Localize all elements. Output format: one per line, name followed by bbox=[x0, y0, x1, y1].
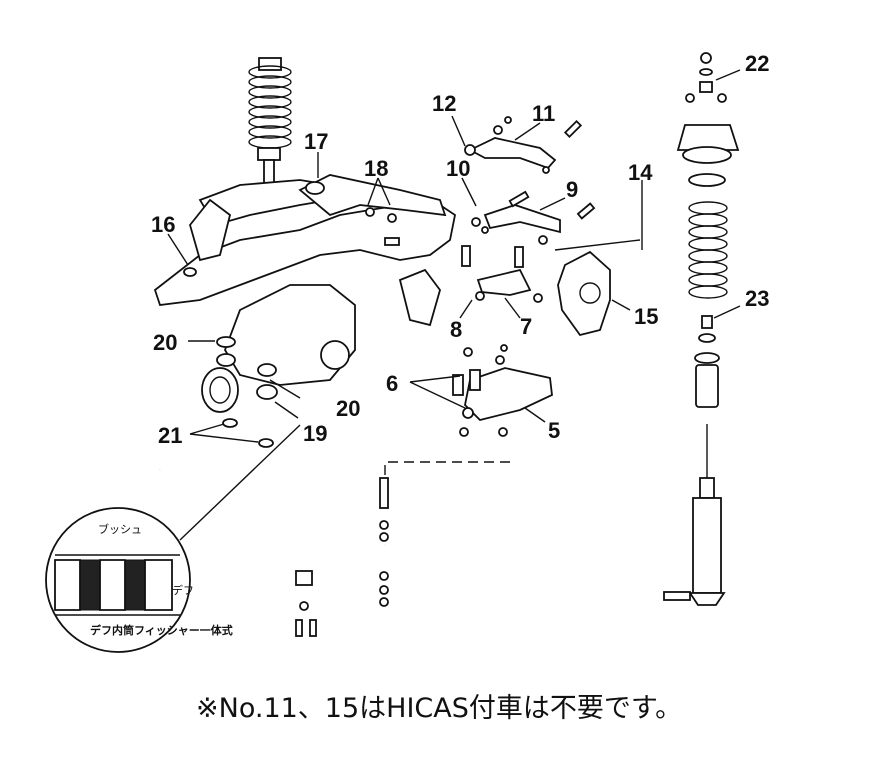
callout-11: 11 bbox=[532, 101, 555, 126]
callout-19: 19 bbox=[303, 421, 327, 446]
front-coilover-assembly bbox=[248, 57, 292, 201]
callout-22: 22 bbox=[745, 51, 769, 76]
lower-arm bbox=[452, 344, 553, 437]
rear-subframe bbox=[153, 174, 457, 327]
callout-18: 18 bbox=[364, 156, 388, 181]
callout-10: 10 bbox=[446, 156, 470, 181]
inset-diff-label: デフ bbox=[172, 583, 194, 597]
leader-lines bbox=[167, 69, 741, 443]
callout-9: 9 bbox=[566, 177, 578, 202]
callout-6: 6 bbox=[386, 371, 398, 396]
diff-bushing-detail-inset: ブッシュ デフ デフ内筒フィッシャー一体式 bbox=[45, 424, 301, 653]
callout-14: 14 bbox=[628, 160, 653, 185]
callout-20-left: 20 bbox=[153, 330, 177, 355]
inset-bush-label: ブッシュ bbox=[98, 522, 142, 536]
callout-16: 16 bbox=[151, 212, 175, 237]
callout-17: 17 bbox=[304, 129, 328, 154]
callout-21: 21 bbox=[158, 423, 182, 448]
assembly-guide-line bbox=[384, 461, 510, 475]
callout-12: 12 bbox=[432, 91, 456, 116]
stabilizer-bar bbox=[153, 469, 386, 637]
upper-arms bbox=[461, 116, 596, 303]
callout-23: 23 bbox=[745, 286, 769, 311]
callout-7: 7 bbox=[520, 314, 532, 339]
footnote: ※No.11、15はHICAS付車は不要です。 bbox=[196, 693, 683, 724]
callout-8: 8 bbox=[450, 317, 462, 342]
callout-20-right: 20 bbox=[336, 396, 360, 421]
rear-shock-assembly bbox=[663, 52, 740, 606]
callout-15: 15 bbox=[634, 304, 658, 329]
callout-5: 5 bbox=[548, 418, 560, 443]
rear-knuckle bbox=[554, 239, 641, 337]
inset-caption: デフ内筒フィッシャー一体式 bbox=[90, 623, 233, 637]
callout-numbers: 5 6 7 8 9 10 11 12 14 15 16 17 18 19 20 … bbox=[151, 51, 769, 448]
stabilizer-link bbox=[379, 477, 389, 607]
differential-housing bbox=[201, 284, 356, 448]
